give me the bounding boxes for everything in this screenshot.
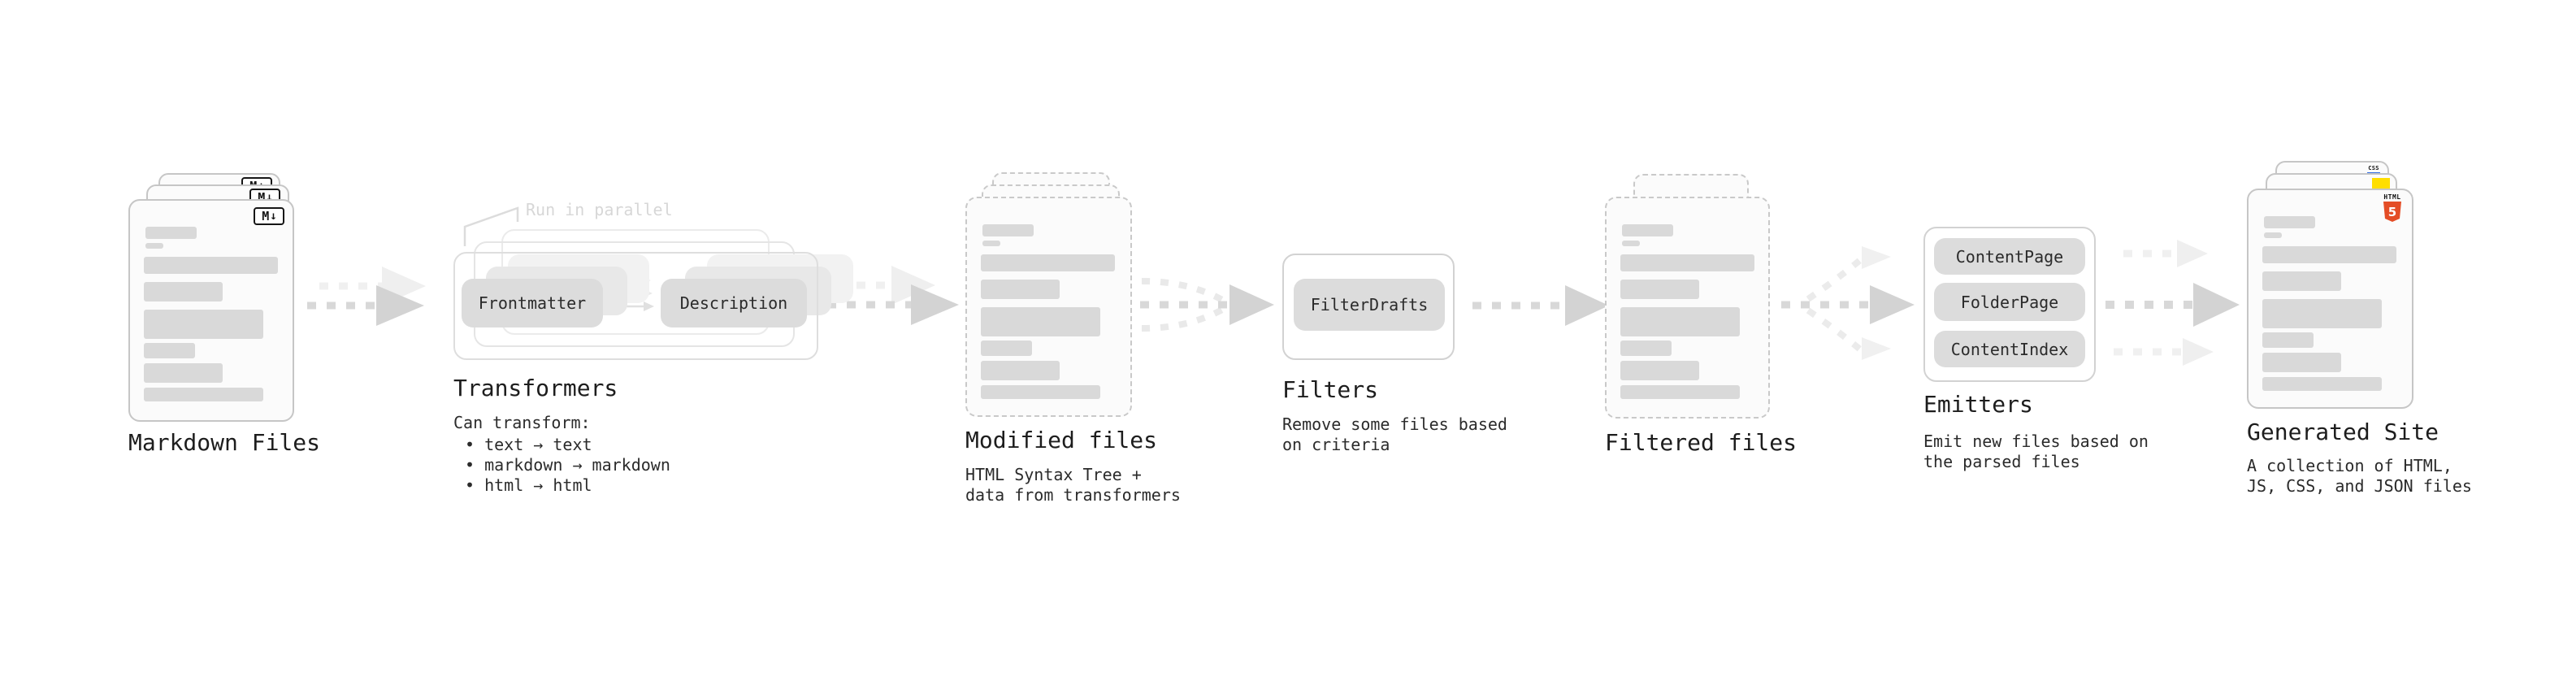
description-box: Description: [661, 279, 807, 327]
node-filters: FilterDrafts Filters Remove some files b…: [1282, 254, 1624, 514]
document-content-placeholder: [2249, 190, 2415, 410]
markdown-file-card: M↓: [128, 199, 294, 422]
node-title-markdown-files: Markdown Files: [128, 429, 321, 456]
generated-site-desc: A collection of HTML, JS, CSS, and JSON …: [2247, 456, 2472, 496]
folderpage-box: FolderPage: [1934, 283, 2085, 321]
html5-icon-shield: 5: [2383, 202, 2401, 222]
css-icon-wordmark: CSS: [2368, 165, 2379, 171]
generated-file-card-html: HTML 5: [2247, 189, 2413, 409]
markdown-icon-letter: M: [262, 208, 270, 223]
markdown-icon: M↓: [254, 207, 284, 225]
html5-icon: HTML 5: [2382, 193, 2403, 222]
transformers-bullet: • markdown → markdown: [465, 455, 670, 475]
text-line-placeholder: [1620, 385, 1740, 399]
emitters-desc: Emit new files based on the parsed files: [1923, 432, 2149, 471]
filters-desc: Remove some files based on criteria: [1282, 414, 1507, 454]
markdown-icon-arrow: ↓: [270, 210, 277, 223]
text-line-placeholder: [981, 307, 1100, 336]
transformer-layer-frame-front: [453, 252, 818, 360]
text-line-placeholder: [144, 343, 195, 358]
frontmatter-box: Frontmatter: [462, 279, 603, 327]
text-line-placeholder: [2262, 332, 2314, 348]
modified-file-card: [965, 197, 1132, 417]
node-generated-site: CSS HTML 5 Generated Site A collection o…: [2247, 161, 2576, 518]
text-line-placeholder: [1620, 280, 1699, 299]
text-line-placeholder: [1620, 307, 1740, 336]
text-line-placeholder: [981, 385, 1100, 399]
text-line-placeholder: [1620, 254, 1754, 271]
node-title-modified-files: Modified files: [965, 427, 1158, 453]
text-line-placeholder: [981, 340, 1032, 356]
run-in-parallel-annotation: Run in parallel: [526, 200, 673, 219]
text-line-placeholder: [1620, 361, 1699, 380]
text-line-placeholder: [2262, 377, 2382, 391]
node-title-transformers: Transformers: [453, 375, 618, 401]
modified-files-desc: HTML Syntax Tree + data from transformer…: [965, 465, 1181, 505]
node-title-filters: Filters: [1282, 376, 1379, 403]
text-line-placeholder: [1622, 241, 1640, 246]
text-line-placeholder: [144, 310, 263, 339]
transformers-desc-heading: Can transform:: [453, 413, 591, 432]
html5-icon-wordmark: HTML: [2383, 193, 2401, 201]
markdown-icon-arrow: ↓: [266, 191, 273, 204]
text-line-placeholder: [145, 243, 163, 249]
text-line-placeholder: [2262, 353, 2341, 372]
text-line-placeholder: [2264, 216, 2315, 228]
html5-icon-number: 5: [2387, 204, 2397, 219]
text-line-placeholder: [2262, 271, 2341, 291]
document-content-placeholder: [967, 198, 1134, 419]
text-line-placeholder: [144, 282, 223, 301]
text-line-placeholder: [981, 280, 1060, 299]
text-line-placeholder: [982, 224, 1034, 236]
node-markdown-files: M↓ M↓ M↓ Markdown Files: [128, 161, 470, 502]
text-line-placeholder: [1620, 340, 1672, 356]
filterdrafts-box: FilterDrafts: [1294, 279, 1445, 331]
text-line-placeholder: [1622, 224, 1673, 236]
transformers-bullet: • html → html: [465, 475, 592, 495]
node-title-generated-site: Generated Site: [2247, 419, 2439, 445]
filtered-file-card: [1605, 197, 1770, 419]
node-emitters: ContentPage FolderPage ContentIndex Emit…: [1923, 227, 2265, 503]
node-title-emitters: Emitters: [1923, 391, 2033, 418]
document-content-placeholder: [130, 201, 296, 423]
text-line-placeholder: [2264, 232, 2282, 238]
text-line-placeholder: [144, 388, 263, 401]
text-line-placeholder: [144, 363, 223, 383]
js-icon: [2372, 178, 2390, 189]
contentpage-box: ContentPage: [1934, 238, 2085, 275]
text-line-placeholder: [981, 254, 1115, 271]
markdown-icon-letter: M: [258, 189, 266, 205]
text-line-placeholder: [2262, 299, 2382, 328]
text-line-placeholder: [145, 227, 197, 239]
transformers-bullet: • text → text: [465, 435, 592, 454]
text-line-placeholder: [981, 361, 1060, 380]
node-modified-files: Modified files HTML Syntax Tree + data f…: [965, 172, 1307, 514]
text-line-placeholder: [144, 257, 278, 274]
node-filtered-files: Filtered files: [1605, 174, 1946, 515]
contentindex-box: ContentIndex: [1934, 331, 2085, 367]
node-title-filtered-files: Filtered files: [1605, 429, 1798, 456]
text-line-placeholder: [982, 241, 1000, 246]
document-content-placeholder: [1607, 198, 1772, 420]
node-transformers: Run in parallel Frontmatter Description …: [453, 200, 853, 544]
text-line-placeholder: [2262, 246, 2396, 263]
